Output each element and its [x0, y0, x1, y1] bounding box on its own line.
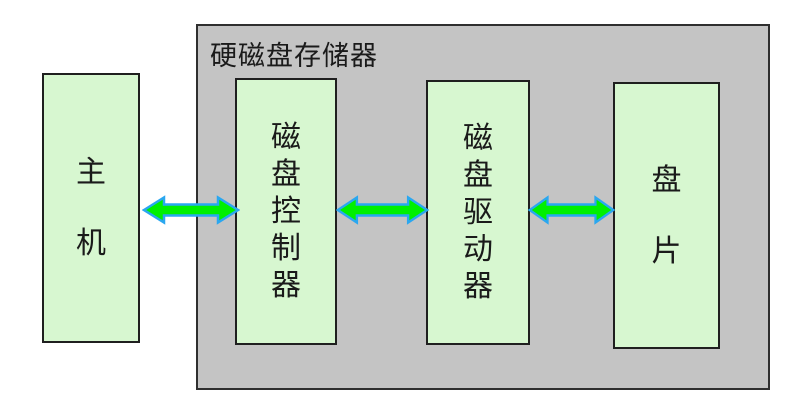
- node-disk-controller-label: 磁 盘 控 制 器: [271, 120, 301, 303]
- node-disk-drive: 磁 盘 驱 动 器: [426, 80, 530, 345]
- double-arrow-host-controller-icon: [142, 195, 240, 225]
- hard-disk-storage-label: 硬磁盘存储器: [210, 41, 378, 72]
- node-host: 主 机: [42, 73, 140, 343]
- node-disk-controller: 磁 盘 控 制 器: [235, 78, 337, 345]
- node-host-label: 主 机: [76, 155, 106, 261]
- node-platter: 盘 片: [613, 82, 720, 349]
- node-platter-label: 盘 片: [651, 162, 682, 269]
- double-arrow-controller-drive-icon: [336, 195, 429, 225]
- double-arrow-drive-platter-icon: [528, 195, 615, 225]
- node-disk-drive-label: 磁 盘 驱 动 器: [463, 121, 493, 304]
